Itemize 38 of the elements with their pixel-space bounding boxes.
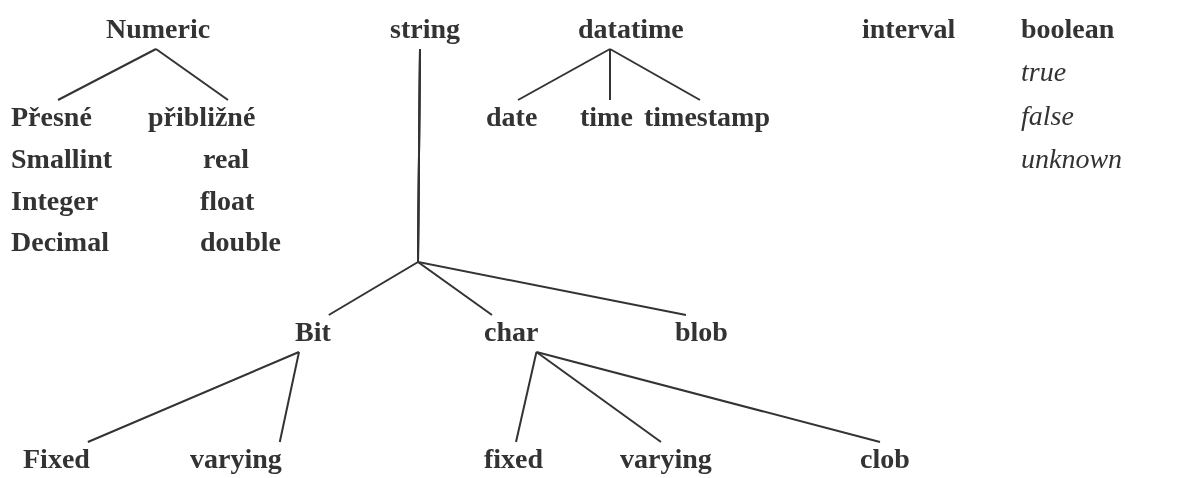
tree-line xyxy=(57,48,157,101)
type-name: fixed xyxy=(484,443,544,475)
type-name: Smallint xyxy=(11,143,113,175)
type-name: Integer xyxy=(11,185,99,217)
type-name: float xyxy=(200,185,255,217)
type-name: boolean xyxy=(1021,13,1115,45)
tree-line xyxy=(278,351,300,443)
tree-line xyxy=(86,351,300,443)
type-name: real xyxy=(203,143,250,175)
type-name: char xyxy=(484,316,539,348)
tree-line xyxy=(515,351,538,443)
tree-line xyxy=(535,351,881,443)
type-name: Numeric xyxy=(106,13,211,45)
type-name: timestamp xyxy=(644,101,770,133)
tree-line xyxy=(417,48,687,316)
type-name: Bit xyxy=(295,316,331,348)
type-name: date xyxy=(486,101,538,133)
type-name: interval xyxy=(862,13,956,45)
type-name: time xyxy=(580,101,633,133)
type-name: Fixed xyxy=(23,443,90,475)
type-name: Decimal xyxy=(11,226,109,258)
value-label: false xyxy=(1021,100,1074,132)
type-name: přibližné xyxy=(148,101,256,133)
type-name: varying xyxy=(190,443,282,475)
tree-line xyxy=(609,48,611,101)
type-name: string xyxy=(390,13,460,45)
value-label: unknown xyxy=(1021,143,1123,175)
tree-line xyxy=(535,351,662,443)
type-name: datatime xyxy=(578,13,684,45)
tree-line xyxy=(609,48,701,101)
type-name: clob xyxy=(860,443,910,475)
type-name: varying xyxy=(620,443,712,475)
type-name: Přesné xyxy=(11,101,92,133)
tree-line xyxy=(517,48,611,101)
value-label: true xyxy=(1021,56,1067,88)
type-name: blob xyxy=(675,316,728,348)
type-name: double xyxy=(200,226,281,258)
tree-line xyxy=(155,48,229,101)
